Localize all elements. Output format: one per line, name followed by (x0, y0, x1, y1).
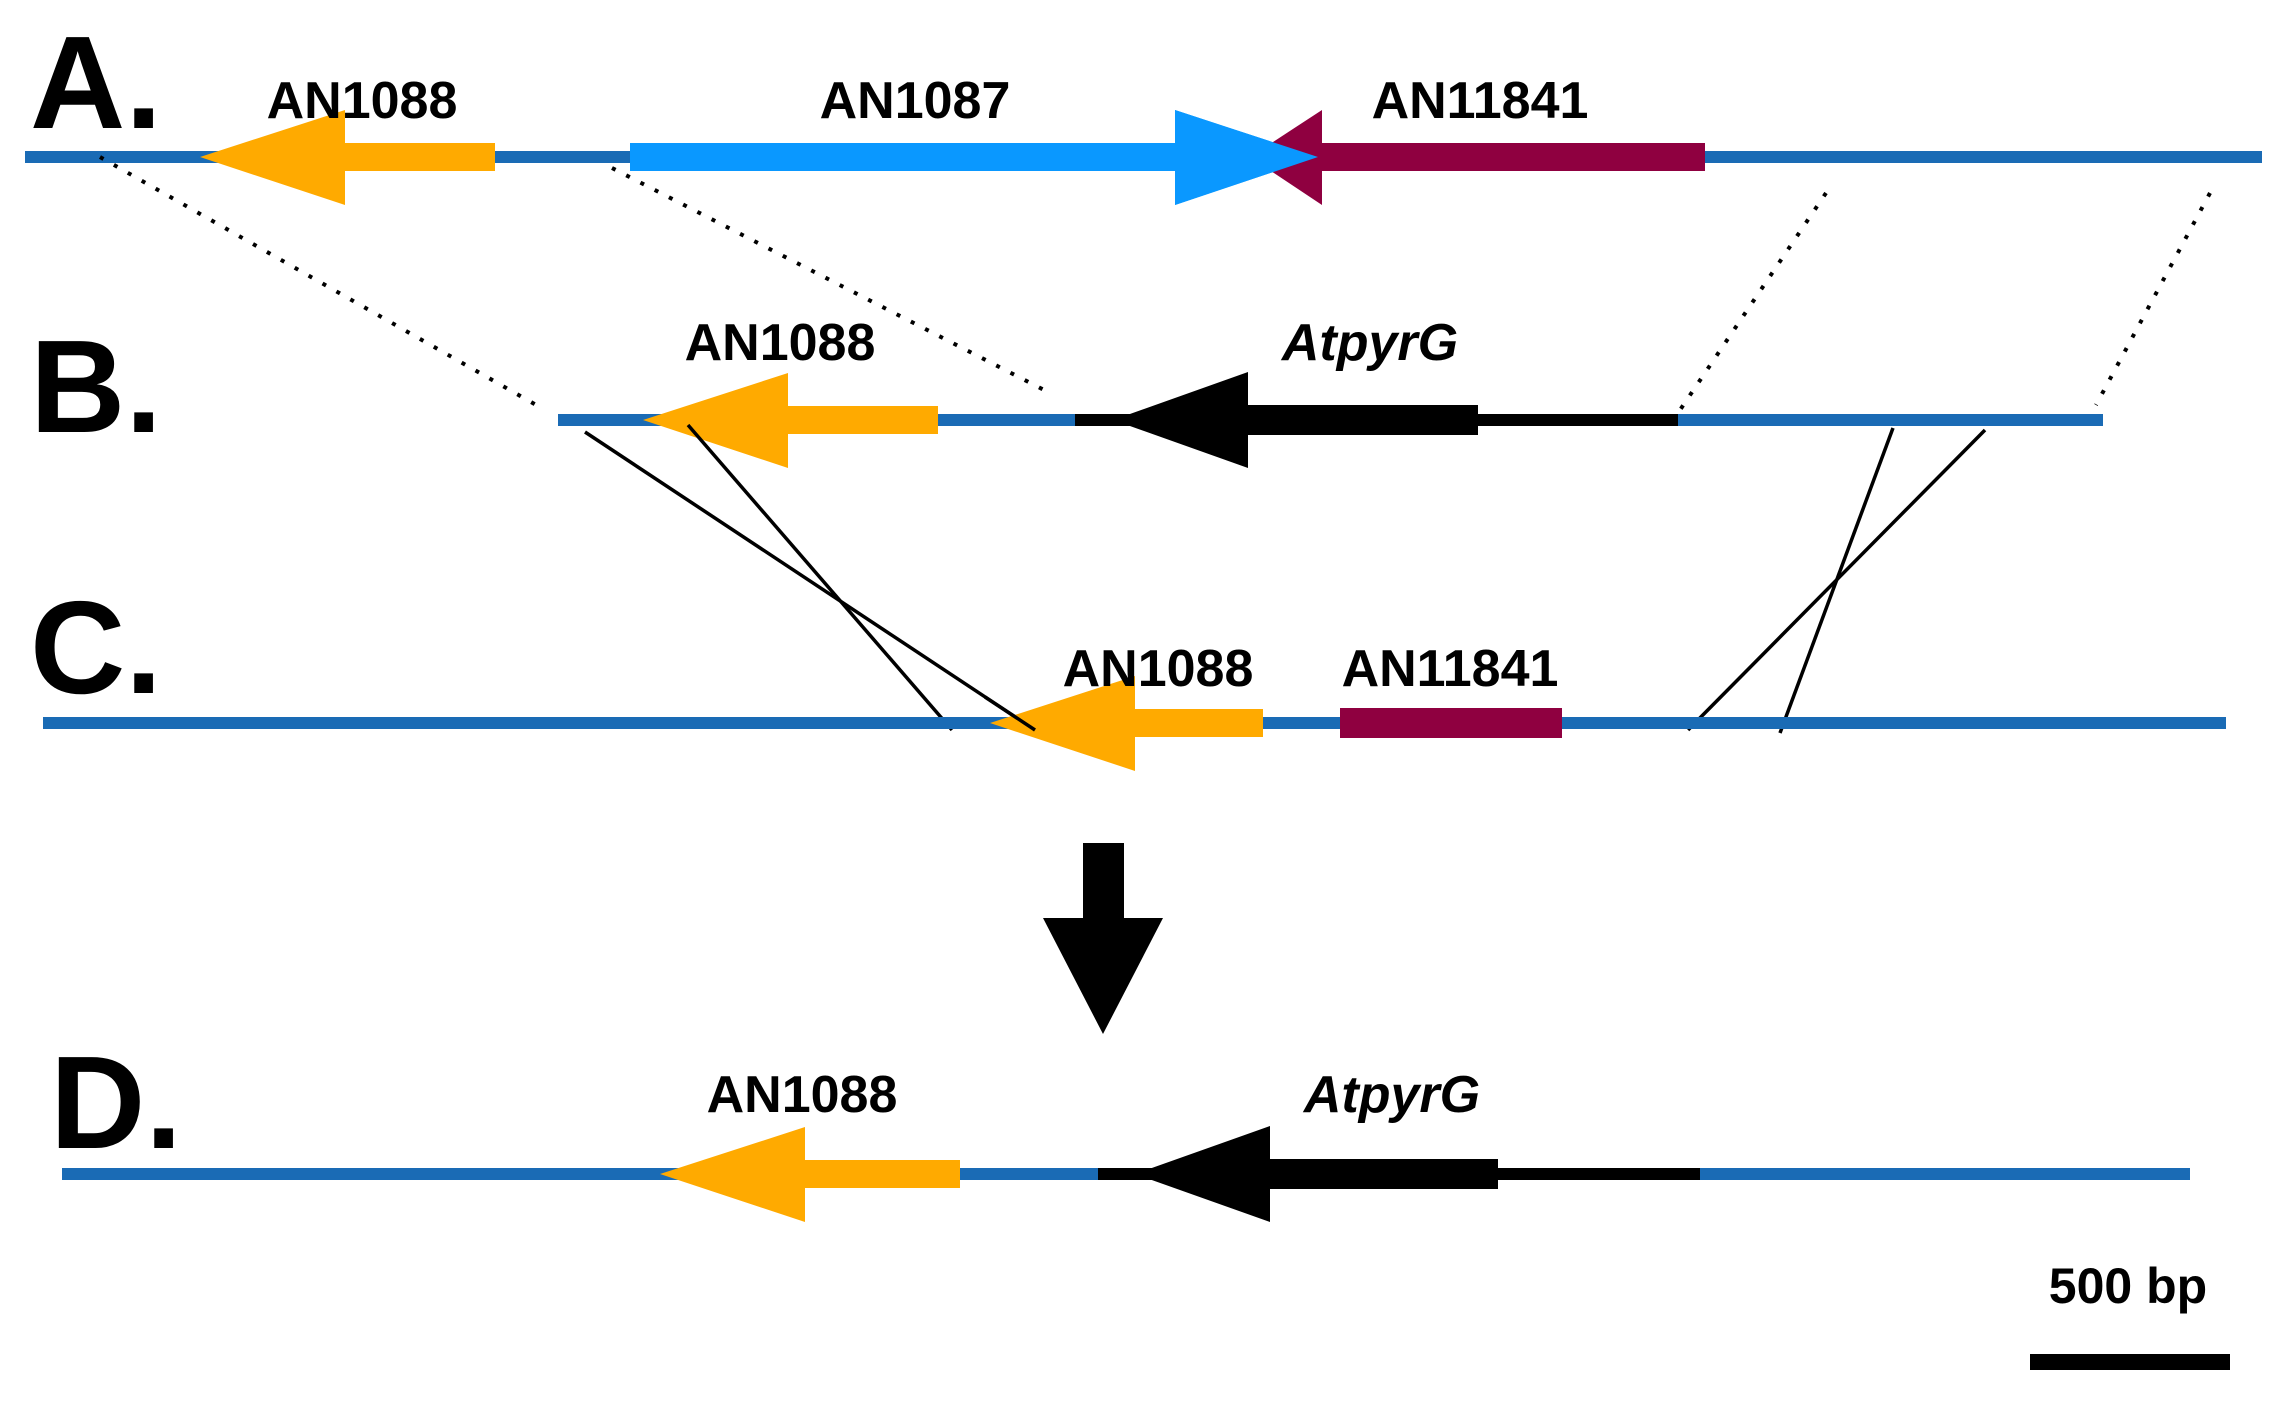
scale-bar-label: 500 bp (2049, 1258, 2207, 1314)
gene-atpyrg-b (1113, 372, 1478, 468)
gene-an1088-d (660, 1127, 960, 1222)
scale-bar: 500 bp (2030, 1258, 2230, 1370)
crossover-lines (584, 423, 1987, 734)
gene-an1087-a (630, 110, 1318, 205)
label-an11841-a: AN11841 (1372, 72, 1589, 130)
panel-b: B. AN1088 AtpyrG (30, 313, 2103, 468)
panel-letter-a: A. (30, 9, 162, 156)
label-an1088-a: AN1088 (267, 72, 458, 130)
crossover-lines-overlay (984, 695, 1036, 732)
label-an1087-a: AN1087 (820, 72, 1011, 130)
label-an1088-c: AN1088 (1063, 640, 1254, 698)
panel-letter-c: C. (30, 574, 162, 721)
panel-letter-b: B. (30, 313, 162, 460)
label-an1088-b: AN1088 (685, 314, 876, 372)
label-an11841-c: AN11841 (1342, 640, 1559, 698)
gene-an1088-a (200, 110, 495, 205)
gene-an11841-c (1340, 708, 1562, 738)
gene-an11841-a (1250, 110, 1705, 205)
panel-d: D. AN1088 AtpyrG (50, 1029, 2190, 1222)
panel-letter-d: D. (50, 1029, 182, 1176)
gene-an1088-b (643, 373, 938, 468)
label-atpyrg-d: AtpyrG (1302, 1066, 1480, 1124)
label-an1088-d: AN1088 (707, 1066, 898, 1124)
gene-an1087-a-tip (1175, 110, 1318, 205)
panel-a: A. AN1088 AN1087 AN11841 (25, 9, 2262, 205)
gene-an1088-c (990, 676, 1263, 771)
label-atpyrg-b: AtpyrG (1280, 314, 1458, 372)
down-arrow-icon (1043, 843, 1163, 1034)
gene-atpyrg-d (1135, 1126, 1498, 1222)
homology-guides (99, 155, 2212, 412)
panel-c: C. AN1088 AN11841 (30, 574, 2226, 771)
